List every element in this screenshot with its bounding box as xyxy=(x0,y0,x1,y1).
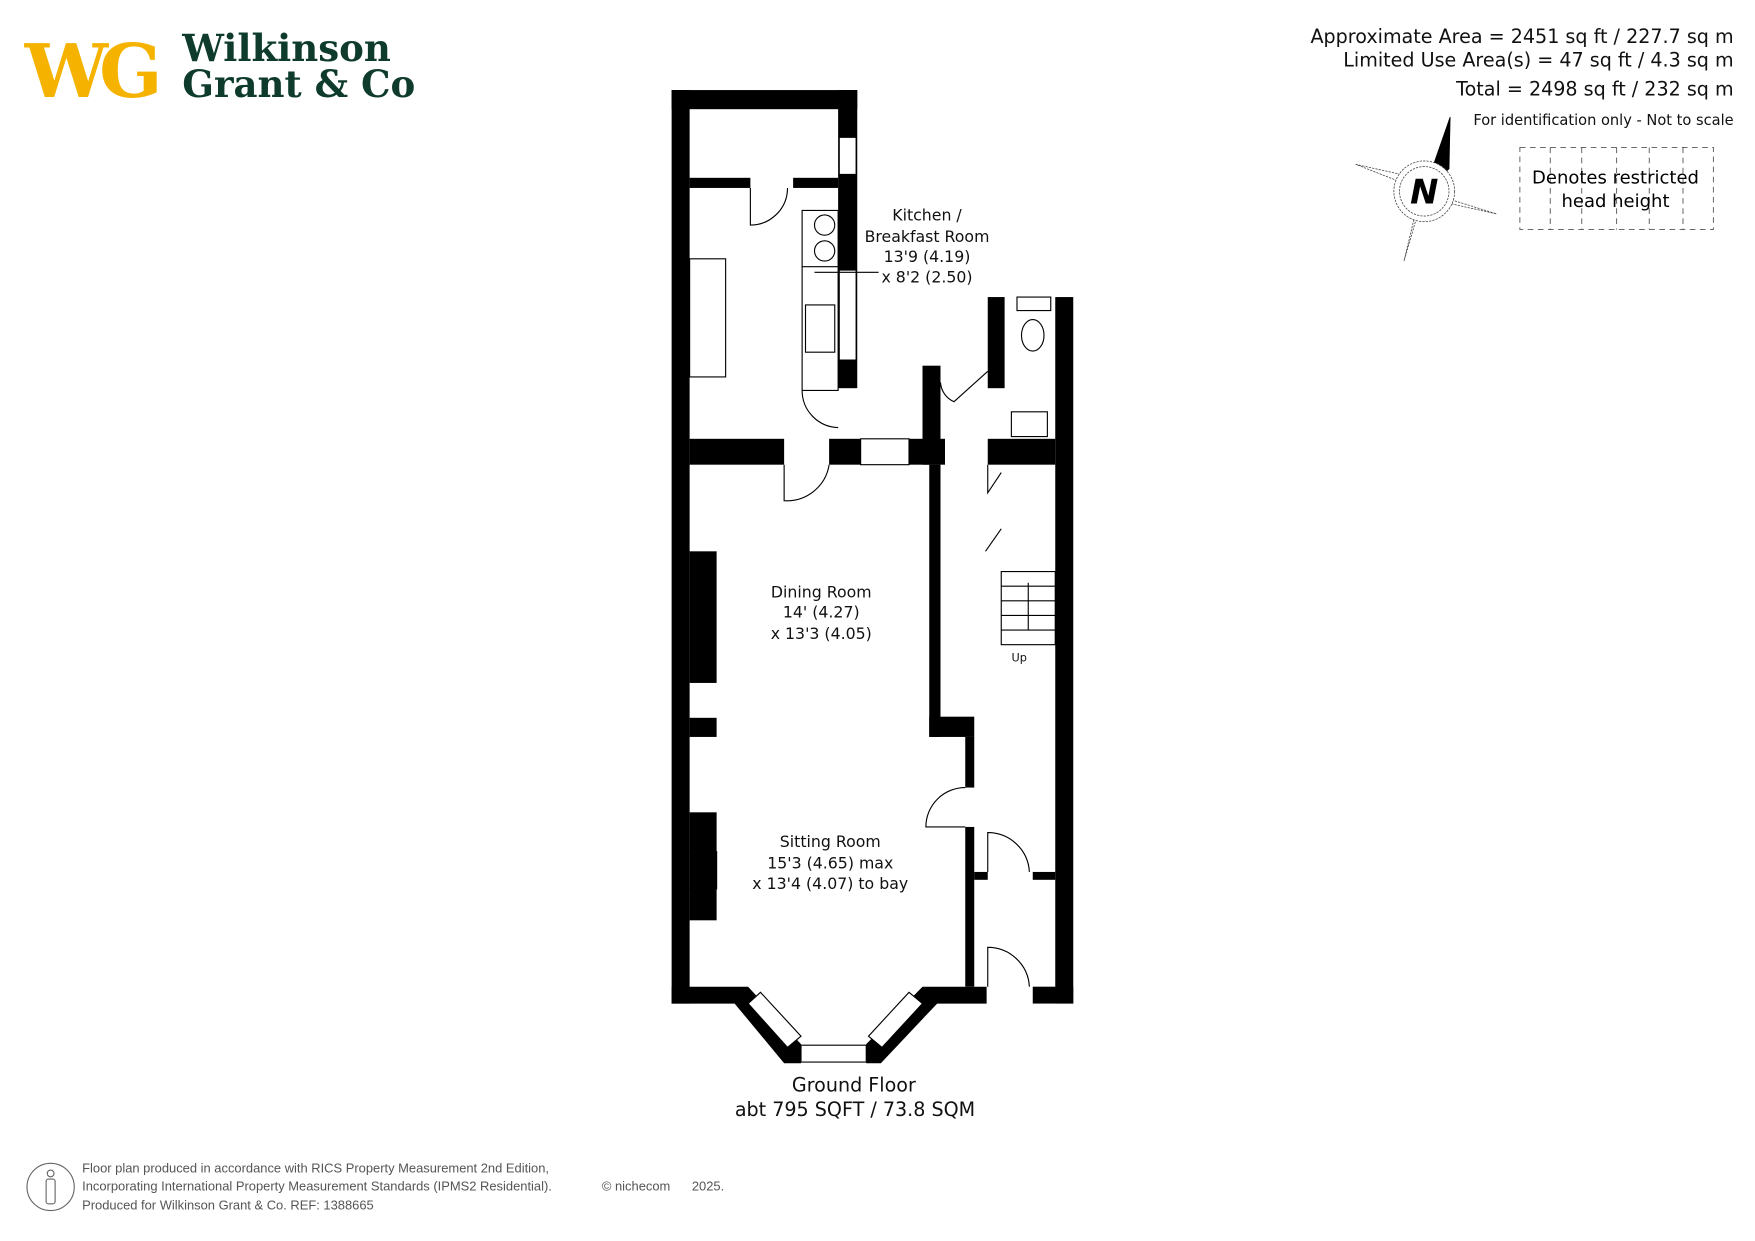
room-labels: Kitchen / Breakfast Room 13'9 (4.19) x 8… xyxy=(752,206,1027,893)
windows xyxy=(747,136,1052,1063)
floor-name: Ground Floor xyxy=(792,1073,916,1096)
limited-area: Limited Use Area(s) = 47 sq ft / 4.3 sq … xyxy=(1343,48,1733,71)
fixtures xyxy=(689,187,1056,987)
stairs-up-label: Up xyxy=(1012,652,1027,665)
disclaimer: For identification only - Not to scale xyxy=(1473,112,1733,129)
sitting-dim-1: 15'3 (4.65) max xyxy=(767,854,893,873)
bay-wall-left xyxy=(671,986,801,1064)
bay-wall-right xyxy=(866,986,987,1064)
person-icon xyxy=(26,1162,75,1212)
sink-icon xyxy=(804,304,836,353)
restricted-height-legend: Denotes restricted head height xyxy=(1519,146,1714,231)
toilet-icon xyxy=(1020,319,1045,352)
legend-line2: head height xyxy=(1561,191,1669,212)
floor-plan xyxy=(671,90,1074,1064)
footer-line2: Incorporating International Property Mea… xyxy=(82,1178,552,1193)
logo-line2: Grant & Co xyxy=(182,62,415,106)
total-area: Total = 2498 sq ft / 232 sq m xyxy=(1455,78,1733,101)
compass-letter: N xyxy=(1410,173,1438,212)
logo-line1: Wilkinson xyxy=(181,26,391,70)
floor-caption: Ground Floor abt 795 SQFT / 73.8 SQM xyxy=(735,1073,975,1121)
floor-area: abt 795 SQFT / 73.8 SQM xyxy=(735,1098,975,1121)
footer-copyright: © nichecom xyxy=(602,1178,670,1193)
dining-dim-1: 14' (4.27) xyxy=(783,603,860,622)
kitchen-dim-1: 13'9 (4.19) xyxy=(884,247,971,266)
kitchen-table xyxy=(689,258,727,378)
dining-dim-2: x 13'3 (4.05) xyxy=(771,624,872,643)
fireplace-icon xyxy=(689,851,718,890)
basin-icon xyxy=(1010,411,1048,438)
footer-line3: Produced for Wilkinson Grant & Co. REF: … xyxy=(82,1197,374,1212)
area-summary: Approximate Area = 2451 sq ft / 227.7 sq… xyxy=(1310,25,1733,129)
chimney-breast xyxy=(689,551,717,683)
approx-area: Approximate Area = 2451 sq ft / 227.7 sq… xyxy=(1310,25,1733,48)
kitchen-name-2: Breakfast Room xyxy=(865,227,990,246)
kitchen-name-1: Kitchen / xyxy=(892,206,962,225)
hob-ring-icon xyxy=(813,214,836,236)
logo-mark: WG xyxy=(24,27,157,115)
footer-line1: Floor plan produced in accordance with R… xyxy=(82,1160,549,1175)
logo: WG Wilkinson Grant & Co xyxy=(24,26,416,115)
kitchen-dim-2: x 8'2 (2.50) xyxy=(881,267,972,286)
dining-name: Dining Room xyxy=(771,582,872,601)
wall-left xyxy=(671,90,690,1004)
footer: Floor plan produced in accordance with R… xyxy=(26,1160,724,1212)
sitting-name: Sitting Room xyxy=(780,832,881,851)
hob-ring-icon xyxy=(813,240,836,262)
footer-year: 2025. xyxy=(692,1178,724,1193)
sitting-dim-2: x 13'4 (4.07) to bay xyxy=(752,874,908,893)
kitchen-counter xyxy=(801,209,839,391)
wall-top xyxy=(671,90,858,110)
legend-line1: Denotes restricted xyxy=(1532,167,1699,188)
compass-icon: N xyxy=(1355,116,1497,262)
staircase xyxy=(1000,571,1056,646)
